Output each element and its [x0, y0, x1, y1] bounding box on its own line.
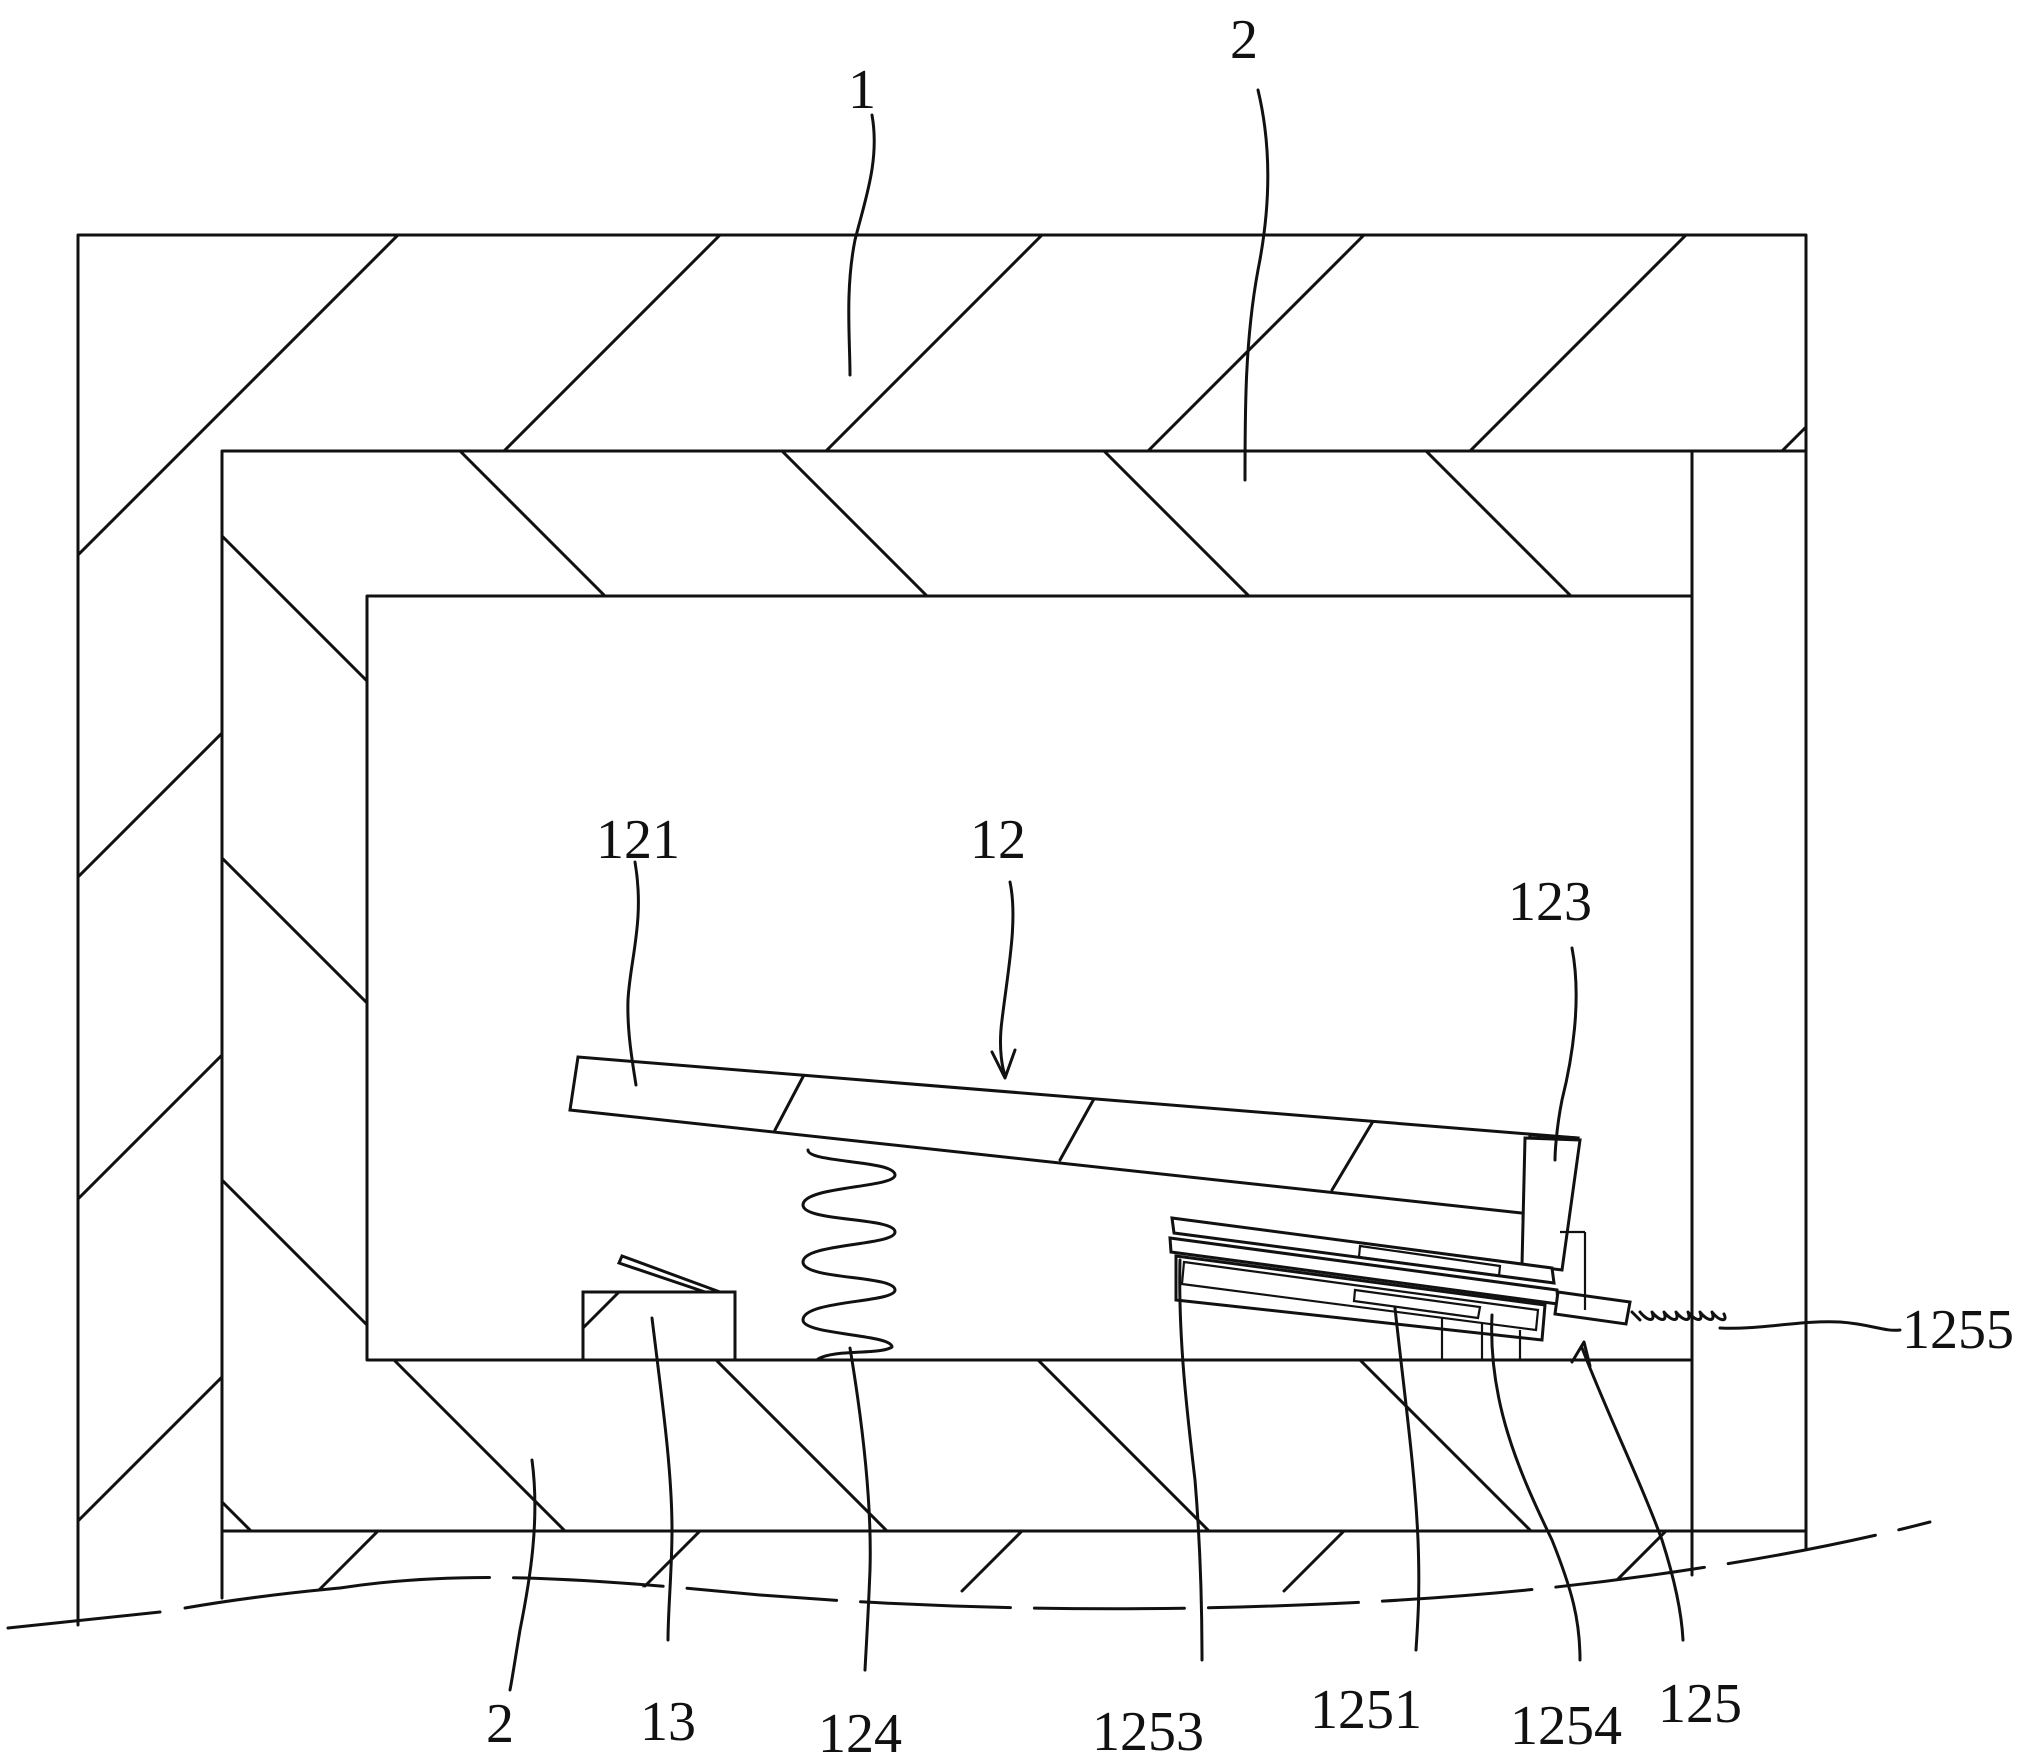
- spring-124: [801, 1148, 897, 1361]
- inner-shell-hatching: [222, 451, 1573, 1531]
- outer-shell-hatching: [78, 235, 1806, 1523]
- label-125: 125: [1658, 1673, 1742, 1735]
- slide-assembly-125: [1168, 1216, 1632, 1360]
- label-13: 13: [640, 1691, 696, 1753]
- leader-125: [1580, 1346, 1685, 1642]
- leader-124: [848, 1346, 872, 1672]
- leader-12-arrow: [990, 1048, 1017, 1080]
- reference-labels: 1 2 121 12 123 1255 2 13 124 1253 1251 1…: [486, 9, 2014, 1759]
- leader-1254: [1490, 1313, 1582, 1662]
- label-1: 1: [848, 59, 876, 121]
- spring-1255: [1630, 1310, 1727, 1322]
- label-1253: 1253: [1092, 1701, 1204, 1759]
- leader-1251: [1393, 1306, 1421, 1652]
- pad-13: [581, 1254, 737, 1362]
- label-12: 12: [970, 809, 1026, 871]
- label-1254: 1254: [1510, 1695, 1622, 1757]
- label-1251: 1251: [1310, 1679, 1422, 1741]
- label-2-bottom: 2: [486, 1693, 514, 1755]
- leader-13: [650, 1316, 674, 1642]
- label-124: 124: [818, 1703, 902, 1759]
- plate-121: [568, 1055, 1582, 1272]
- label-123: 123: [1508, 871, 1592, 933]
- leader-1255: [1718, 1320, 1902, 1332]
- leader-123: [1553, 946, 1578, 1162]
- leader-1253: [1178, 1258, 1204, 1662]
- leader-125-arrow: [1570, 1340, 1592, 1368]
- leader-121: [626, 860, 640, 1087]
- leader-2-top: [1243, 88, 1270, 482]
- break-line-dashed: [338, 1520, 1932, 1611]
- leader-1: [847, 113, 876, 377]
- label-121: 121: [596, 809, 680, 871]
- label-2-top: 2: [1230, 9, 1258, 71]
- leader-12: [999, 880, 1015, 1077]
- label-1255: 1255: [1902, 1299, 2014, 1361]
- outer-shell: [76, 233, 1808, 1627]
- leader-lines: [508, 88, 1902, 1692]
- inner-shell: [220, 449, 1808, 1577]
- leader-2-bottom: [508, 1458, 537, 1692]
- break-line: [6, 1586, 342, 1630]
